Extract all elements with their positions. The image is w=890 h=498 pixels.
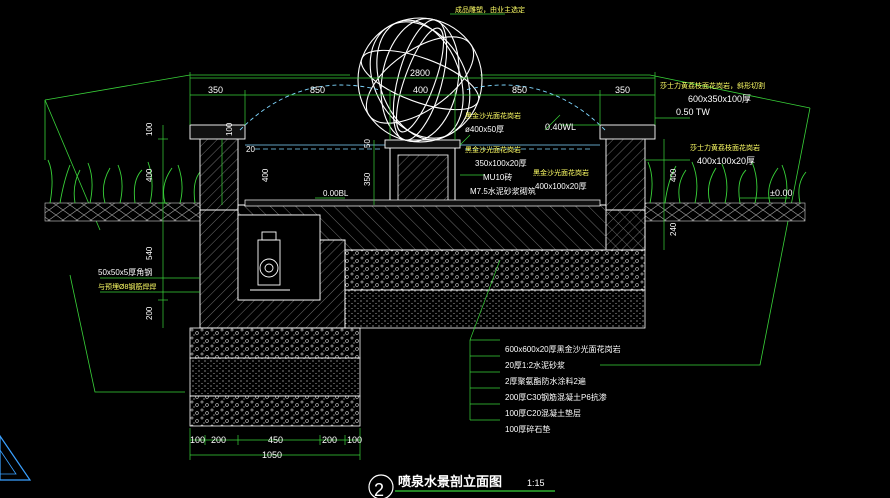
foundation-gravel-lower: [189, 327, 361, 359]
dim-seg-4: 850: [512, 85, 527, 95]
foundation-base: [189, 395, 361, 427]
dim-bottom-4: 200: [322, 435, 337, 445]
dim-right-1: 400: [669, 168, 678, 182]
dimension-lines: [100, 72, 790, 460]
level-water: 0.40WL: [545, 122, 576, 132]
dim-seg-1: 350: [208, 85, 223, 95]
layer-1: 600x600x20厚黑金沙光面花岗岩: [505, 344, 621, 354]
dim-bottom-3: 450: [268, 435, 283, 445]
note-coping-size: 600x350x100厚: [688, 94, 751, 104]
top-note: 成品雕塑，由业主选定: [455, 5, 525, 14]
note-floor-size: 400x100x20厚: [535, 182, 587, 191]
layer-4: 200厚C30钢筋混凝土P6抗渗: [505, 392, 607, 402]
pump: [250, 231, 290, 291]
dim-seg-2: 850: [310, 85, 325, 95]
layer-6: 100厚碎石垫: [505, 424, 550, 434]
layer-5: 100厚C20混凝土垫层: [505, 408, 581, 418]
pump-pit: [237, 214, 321, 301]
sculpture-sphere: [357, 17, 483, 143]
dim-left-4: 200: [145, 306, 154, 320]
note-mortar: M7.5水泥砂浆砌筑: [470, 186, 536, 196]
dim-bottom-2: 200: [211, 435, 226, 445]
note-cap-granite: 黑金沙光面花岗岩: [465, 111, 521, 120]
note-floor-granite: 黑金沙光面花岗岩: [533, 168, 589, 177]
dim-seg-5: 350: [615, 85, 630, 95]
dim-center-2: 350: [363, 172, 372, 186]
note-cap-size: ø400x50厚: [465, 125, 504, 134]
dim-left-3: 540: [145, 246, 154, 260]
note-right-size: 400x100x20厚: [697, 156, 755, 166]
note-angle-steel: 50x50x5厚角钢: [98, 267, 152, 277]
note-brick: MU10砖: [483, 172, 512, 182]
center-pedestal-inner: [397, 154, 449, 206]
left-wall: [199, 134, 239, 211]
note-wall-granite: 黑金沙光面花岗岩: [465, 145, 521, 154]
dim-inner-3: 400: [261, 168, 270, 182]
north-arrow-icon: [0, 434, 32, 481]
inner-basin-floor: [244, 199, 601, 207]
note-coping: 莎士力黄荔枝面花岗岩，斜形切割: [660, 81, 765, 90]
water-jets: [239, 84, 606, 131]
water-level: [245, 144, 600, 150]
dim-bottom-1: 100: [190, 435, 205, 445]
dim-overall: 2800: [410, 68, 430, 78]
dim-inner-1: 100: [225, 122, 234, 136]
left-coping: [189, 124, 246, 140]
foundation-dots: [189, 357, 361, 397]
title-number-circle: [368, 474, 394, 498]
foundation-concrete: [344, 289, 646, 329]
ground-left: [44, 202, 201, 222]
note-angle-steel-2: 与预埋Ø8钢筋焊焊: [98, 282, 156, 291]
dim-seg-3: 400: [413, 85, 428, 95]
right-coping: [599, 124, 656, 140]
grass-left: [47, 159, 201, 204]
dim-bottom-5: 100: [347, 435, 362, 445]
foundation-gravel-upper: [344, 249, 646, 291]
dim-bottom-total: 1050: [262, 450, 282, 460]
dim-left-1: 100: [145, 122, 154, 136]
layer-3: 2厚聚氨酯防水涂料2遍: [505, 376, 586, 386]
dim-left-2: 400: [145, 168, 154, 182]
title-scale: 1:15: [527, 478, 545, 488]
layer-2: 20厚1:2水泥砂浆: [505, 360, 565, 370]
dim-right-2: 240: [669, 222, 678, 236]
dim-center-1: 50: [363, 139, 372, 148]
level-bottom: 0.00BL: [323, 189, 349, 198]
pedestal-cap: [384, 139, 461, 149]
title-text: 喷泉水景剖立面图: [398, 474, 502, 489]
note-right-granite: 莎士力黄荔枝面花岗岩: [690, 143, 760, 152]
title-number: 2: [374, 480, 384, 498]
dim-inner-2: 20: [246, 145, 255, 154]
level-ground: ±0.00: [770, 188, 792, 198]
level-top-wall: 0.50 TW: [676, 107, 710, 117]
north-arrow-inner-icon: [0, 449, 17, 475]
grass-right: [647, 161, 807, 204]
ground-right: [644, 202, 806, 222]
guide-outlines: [44, 74, 811, 393]
note-wall-size: 350x100x20厚: [475, 159, 527, 168]
